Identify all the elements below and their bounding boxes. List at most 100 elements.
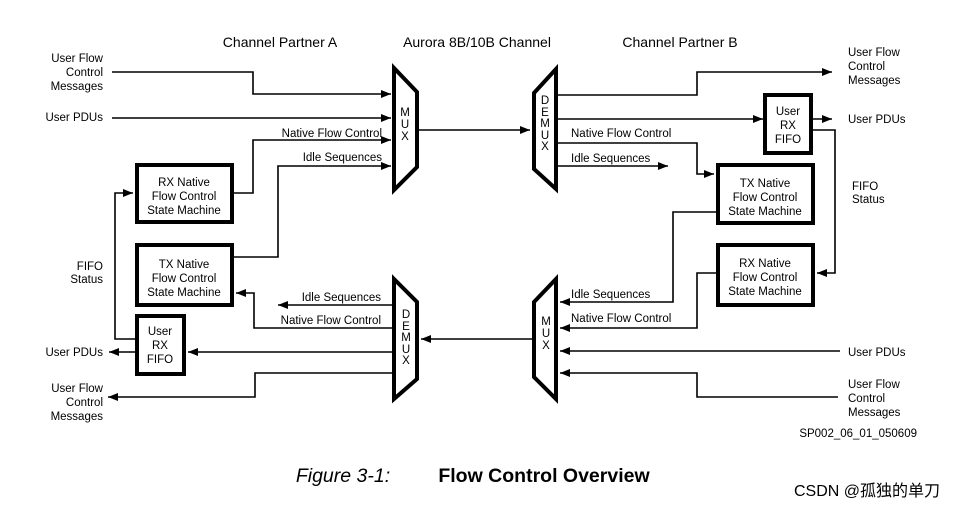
tx-native-sm-b-box xyxy=(716,163,815,225)
label-a-fifo-status-1: FIFO xyxy=(77,261,103,273)
label-a-ufcm-top-3: Messages xyxy=(51,81,104,93)
label-idle-top-left: Idle Sequences xyxy=(303,152,383,164)
wire-b-native-flow-control-out xyxy=(556,142,714,178)
wire-b-user-flow-control-in xyxy=(560,369,838,398)
mux-a-letter-x: X xyxy=(401,131,409,143)
label-a-ufcm-bottom-1: User Flow xyxy=(51,383,103,395)
partner-a-port-labels: User Flow Control Messages User PDUs FIF… xyxy=(45,53,103,423)
tx-native-sm-b-line3: State Machine xyxy=(728,206,802,218)
label-b-ufcm-bottom-3: Messages xyxy=(848,407,901,419)
doc-reference-code: SP002_06_01_050609 xyxy=(799,428,917,440)
label-a-ufcm-top-2: Control xyxy=(66,67,103,79)
mux-a-letter-m: M xyxy=(400,107,410,119)
demux-a-letter-u: U xyxy=(402,344,410,356)
wire-b-idle-sequences-in xyxy=(560,211,718,306)
mux-b-letter-x: X xyxy=(542,340,550,352)
demux-a-letter-e: E xyxy=(402,321,410,333)
demux-b-shape xyxy=(532,63,558,194)
label-idle-bottom-left: Idle Sequences xyxy=(302,292,382,304)
rx-native-sm-a-line2: Flow Control xyxy=(152,191,217,203)
header-aurora-channel: Aurora 8B/10B Channel xyxy=(403,34,551,50)
label-nfc-bottom-right: Native Flow Control xyxy=(571,313,671,325)
demux-a-letter-m: M xyxy=(401,332,411,344)
label-b-ufcm-top-2: Control xyxy=(848,61,885,73)
wire-a-idle-sequences-in xyxy=(232,162,391,258)
wire-a-user-flow-control-out xyxy=(108,372,394,401)
figure-title: Flow Control Overview xyxy=(438,465,650,487)
wire-a-native-flow-control-in xyxy=(232,136,391,194)
label-nfc-top-right: Native Flow Control xyxy=(571,128,671,140)
label-idle-top-right: Idle Sequences xyxy=(571,153,651,165)
user-rx-fifo-a-box xyxy=(135,314,186,376)
demux-b-letter-u: U xyxy=(541,130,549,142)
rx-native-sm-b-box xyxy=(716,243,815,307)
rx-native-sm-a-line1: RX Native xyxy=(158,177,210,189)
rx-native-sm-a-line3: State Machine xyxy=(147,205,221,217)
demux-b-letter-m: M xyxy=(540,118,550,130)
label-b-ufcm-bottom-1: User Flow xyxy=(848,379,900,391)
label-b-ufcm-bottom-2: Control xyxy=(848,393,885,405)
mux-b-letter-m: M xyxy=(541,316,551,328)
wires xyxy=(108,68,840,401)
partner-b-port-labels: User Flow Control Messages User PDUs FIF… xyxy=(848,47,906,419)
label-a-user-pdus-top: User PDUs xyxy=(45,112,103,124)
figure-caption: Figure 3-1: Flow Control Overview xyxy=(296,465,651,487)
wire-b-fifo-status xyxy=(811,129,836,277)
user-rx-fifo-b-line1: User xyxy=(776,106,800,118)
label-b-user-pdus-bottom: User PDUs xyxy=(848,347,906,359)
rx-native-sm-b-line3: State Machine xyxy=(728,286,802,298)
wire-b-native-flow-control-in xyxy=(560,272,718,332)
label-a-ufcm-bottom-3: Messages xyxy=(51,411,104,423)
tx-native-sm-b-line2: Flow Control xyxy=(733,192,798,204)
tx-native-sm-a-box xyxy=(135,243,234,307)
label-a-ufcm-top-1: User Flow xyxy=(51,53,103,65)
rx-native-sm-b-line2: Flow Control xyxy=(733,272,798,284)
label-nfc-bottom-left: Native Flow Control xyxy=(281,315,381,327)
label-a-user-pdus-bottom: User PDUs xyxy=(45,347,103,359)
figure-number-label: Figure 3-1: xyxy=(296,465,390,487)
tx-native-sm-b-line1: TX Native xyxy=(740,178,791,190)
wire-a-native-flow-control-out xyxy=(236,289,394,329)
wire-b-user-flow-control-out xyxy=(556,68,832,96)
demux-a-shape xyxy=(392,274,419,404)
demux-a-letter-x: X xyxy=(402,355,410,367)
tx-native-sm-a-line2: Flow Control xyxy=(152,273,217,285)
demux-a-letter-d: D xyxy=(402,309,410,321)
label-b-ufcm-top-3: Messages xyxy=(848,75,901,87)
demux-b-letter-e: E xyxy=(541,107,549,119)
mux-b-letter-u: U xyxy=(542,328,550,340)
user-rx-fifo-b-box xyxy=(763,93,813,155)
header-channel-partner-a: Channel Partner A xyxy=(223,34,338,50)
label-b-ufcm-top-1: User Flow xyxy=(848,47,900,59)
label-b-fifo-status-2: Status xyxy=(852,194,885,206)
user-rx-fifo-a-line1: User xyxy=(148,326,172,338)
label-a-fifo-status-2: Status xyxy=(70,274,103,286)
mux-b-shape xyxy=(532,274,558,404)
demux-b-letter-d: D xyxy=(541,95,549,107)
label-a-ufcm-bottom-2: Control xyxy=(66,397,103,409)
rx-native-sm-a-box xyxy=(135,163,234,224)
mux-a-shape xyxy=(392,63,419,195)
mux-demux-shapes xyxy=(392,63,558,404)
tx-native-sm-a-line1: TX Native xyxy=(159,259,210,271)
mux-demux-letters: M U X D E M U X D E M U X M U X xyxy=(400,95,551,367)
demux-b-letter-x: X xyxy=(541,141,549,153)
user-rx-fifo-b-line3: FIFO xyxy=(775,134,801,146)
function-boxes xyxy=(135,93,815,376)
label-b-user-pdus-top: User PDUs xyxy=(848,114,906,126)
label-b-fifo-status-1: FIFO xyxy=(852,181,878,193)
label-nfc-top-left: Native Flow Control xyxy=(282,128,382,140)
tx-native-sm-a-line3: State Machine xyxy=(147,287,221,299)
header-channel-partner-b: Channel Partner B xyxy=(622,34,737,50)
user-rx-fifo-a-line3: FIFO xyxy=(147,354,173,366)
mux-a-letter-u: U xyxy=(401,119,409,131)
label-idle-bottom-right: Idle Sequences xyxy=(571,289,651,301)
wire-a-fifo-status xyxy=(114,189,139,340)
block-texts: RX Native Flow Control State Machine TX … xyxy=(147,106,802,366)
section-headers: Channel Partner A Aurora 8B/10B Channel … xyxy=(223,34,738,50)
user-rx-fifo-a-line2: RX xyxy=(152,340,168,352)
user-rx-fifo-b-line2: RX xyxy=(780,120,796,132)
wire-signal-labels: Native Flow Control Idle Sequences Nativ… xyxy=(281,128,672,327)
